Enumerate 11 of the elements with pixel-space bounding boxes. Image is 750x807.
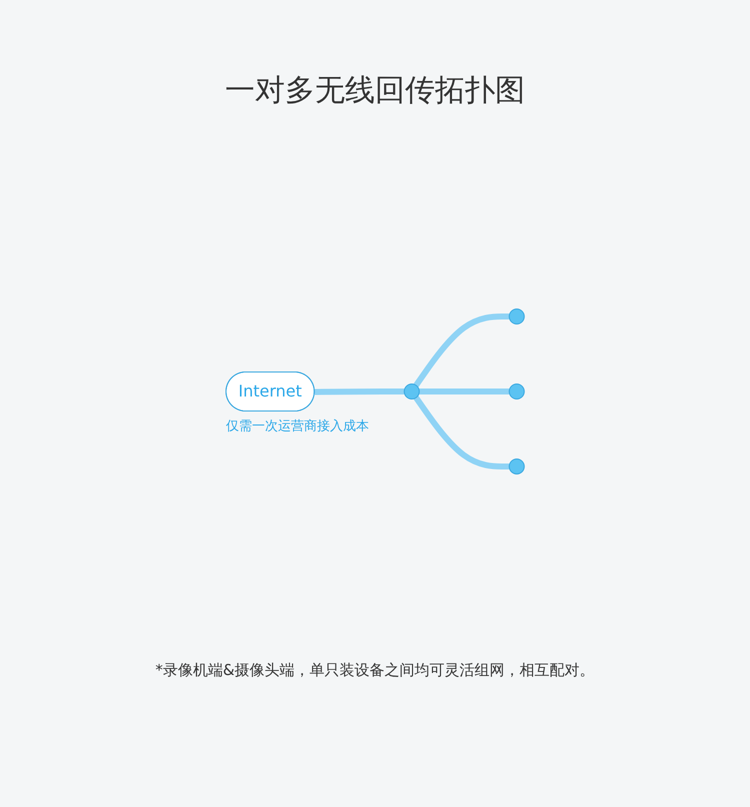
connector (314, 388, 404, 394)
node-note: 仅需一次运营商接入成本 (226, 418, 369, 436)
node-circle (404, 383, 420, 399)
connector (413, 313, 510, 387)
caption: *录像机端&摄像头端，单只装设备之间均可灵活组网，相互配对。 (154, 661, 596, 680)
connector (413, 395, 510, 469)
node-circle (508, 308, 525, 324)
node-circle (508, 458, 525, 474)
title: 一对多无线回传拓扑图 (224, 72, 526, 110)
connector (419, 388, 510, 394)
node-circle (508, 383, 525, 399)
